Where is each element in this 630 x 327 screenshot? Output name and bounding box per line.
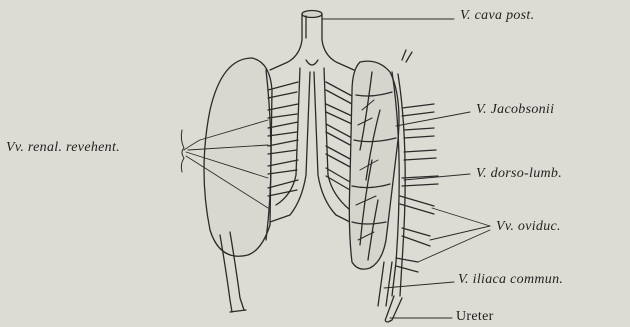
oviduct-veins (396, 228, 430, 272)
label-v-iliaca-commun: V. iliaca commun. (458, 272, 563, 288)
right-kidney (349, 61, 399, 269)
label-brace (181, 130, 184, 172)
label-v-cava-post: V. cava post. (460, 8, 534, 24)
left-kidney (204, 58, 272, 256)
label-v-jacobsonii: V. Jacobsonii (476, 102, 554, 118)
renal-revehent-veins-right (326, 82, 352, 190)
label-vv-renal-revehent: Vv. renal. revehent. (6, 140, 120, 156)
iliaca-communis (378, 262, 392, 306)
dorso-lumbar-veins (400, 104, 438, 214)
label-vv-oviduc: Vv. oviduc. (496, 219, 561, 235)
label-ureter: Ureter (456, 309, 494, 325)
label-v-dorso-lumb: V. dorso-lumb. (476, 166, 562, 182)
